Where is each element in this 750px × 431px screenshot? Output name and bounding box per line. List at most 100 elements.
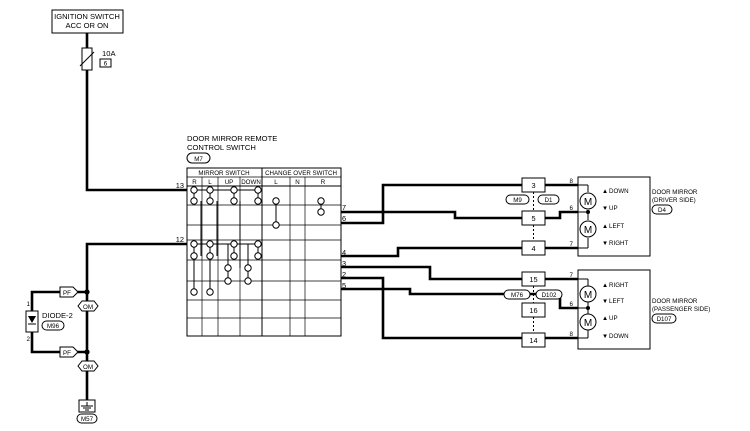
- d102-badge: [535, 289, 563, 300]
- changeover-col-r: R: [321, 179, 326, 186]
- driver-motor-2: M: [579, 220, 597, 238]
- om-tag-top: [77, 300, 99, 312]
- passenger-joint-connector-d102: D102: [542, 292, 557, 299]
- passenger-right-arrow: ▲: [602, 282, 608, 289]
- passenger-down-arrow: ▼: [602, 333, 608, 340]
- passenger-motor-2-symbol: M: [584, 318, 592, 329]
- driver-mirror-title-1: DOOR MIRROR: [652, 189, 698, 196]
- driver-motor-1-symbol: M: [584, 197, 592, 208]
- diode-connector-badge: [41, 320, 65, 331]
- passenger-label-left: LEFT: [609, 298, 624, 305]
- driver-left-arrow: ▲: [602, 223, 608, 230]
- fuse-rating: 10A: [102, 49, 116, 58]
- driver-joint-pin-3: 3: [531, 181, 535, 190]
- ground-symbol: [78, 399, 96, 413]
- passenger-joint-connector: [521, 271, 546, 348]
- driver-mirror-title-2: (DRIVER SIDE): [652, 197, 696, 204]
- driver-joint-connector-d1: D1: [545, 197, 553, 204]
- pf-tag-top: [59, 286, 79, 298]
- om-tag-bottom: [77, 360, 99, 372]
- switch-pin-3: 3: [342, 259, 346, 268]
- switch-pin-7: 7: [342, 203, 346, 212]
- ignition-mode-label: ACC OR ON: [65, 21, 108, 30]
- wire-pin7-driver-lr-common: [341, 210, 578, 220]
- remote-switch-connector: M7: [194, 156, 203, 163]
- passenger-joint-pin-14: 14: [529, 336, 537, 345]
- om-label-bottom: OM: [83, 364, 93, 371]
- fuse-symbol: [79, 47, 95, 71]
- diode-connector: M96: [47, 323, 60, 330]
- driver-mirror-pin-7: 7: [570, 241, 574, 248]
- driver-mirror-pin-8: 8: [570, 178, 574, 185]
- driver-label-left: LEFT: [609, 223, 624, 230]
- d1-badge: [537, 194, 560, 205]
- diode-pin-1: 1: [27, 301, 31, 308]
- passenger-joint-pin-15: 15: [529, 275, 537, 284]
- passenger-mirror-title-1: DOOR MIRROR: [652, 298, 698, 305]
- changeover-col-n: N: [295, 179, 299, 186]
- passenger-left-arrow: ▼: [602, 298, 608, 305]
- pf-label-bottom: PF: [63, 350, 71, 357]
- switch-contacts: [190, 186, 325, 296]
- passenger-mirror-internal: [578, 278, 590, 339]
- driver-joint-connector-m9: M9: [513, 197, 522, 204]
- switch-pin-2: 2: [342, 270, 346, 279]
- driver-mirror-internal: [578, 184, 590, 249]
- switch-pin-6: 6: [342, 214, 346, 223]
- driver-joint-connector: [521, 177, 546, 256]
- mirror-switch-label: MIRROR SWITCH: [198, 170, 249, 177]
- passenger-mirror-title-2: (PASSENGER SIDE): [652, 306, 710, 313]
- wire-pin2-pass-down: [341, 276, 522, 340]
- driver-label-up: UP: [609, 205, 618, 212]
- passenger-mirror-pin-6: 6: [570, 301, 574, 308]
- passenger-label-up: UP: [609, 315, 618, 322]
- mirror-col-up: UP: [225, 179, 234, 186]
- remote-switch-connector-badge: [186, 152, 211, 164]
- ignition-switch-box: IGNITION SWITCH ACC OR ON: [51, 9, 124, 34]
- signal-wires: [341, 183, 578, 340]
- passenger-joint-connector-m76: M76: [511, 292, 524, 299]
- driver-up-arrow: ▼: [602, 205, 608, 212]
- passenger-mirror-box: [577, 269, 651, 350]
- passenger-label-down: DOWN: [609, 333, 629, 340]
- driver-mirror-connector: D4: [658, 207, 666, 214]
- ignition-switch-label: IGNITION SWITCH: [54, 12, 120, 21]
- d107-badge: [651, 313, 677, 324]
- driver-motor-2-symbol: M: [584, 225, 592, 236]
- driver-down-arrow: ▲: [602, 188, 608, 195]
- wire-fuse-to-pin13: [85, 70, 187, 192]
- splice-om-bottom: [84, 349, 90, 355]
- switch-pin-13: 13: [176, 181, 184, 190]
- wire-pin12-diode: [85, 242, 187, 352]
- fuse-number-box: [99, 58, 112, 68]
- wire-pin4-driver-right: [341, 246, 522, 258]
- m9-badge: [505, 194, 530, 205]
- wire-pin3-pass-right: [341, 265, 522, 281]
- passenger-mirror-connector: D107: [657, 316, 672, 323]
- passenger-motor-2: M: [579, 313, 597, 331]
- driver-label-down: DOWN: [609, 188, 629, 195]
- diode-pin-2: 2: [27, 336, 31, 343]
- passenger-mirror-pin-8: 8: [570, 331, 574, 338]
- driver-joint-pin-4: 4: [531, 244, 535, 253]
- changeover-col-l: L: [274, 179, 278, 186]
- mirror-col-r: R: [192, 179, 197, 186]
- d4-badge: [651, 204, 673, 215]
- mirror-col-l: L: [208, 179, 212, 186]
- pf-label-top: PF: [63, 290, 71, 297]
- diode-symbol: [25, 310, 39, 333]
- changeover-switch-label: CHANGE OVER SWITCH: [265, 170, 337, 177]
- wire-pin6-driver-down: [341, 183, 522, 225]
- passenger-motor-1: M: [579, 285, 597, 303]
- fuse-number: 6: [104, 61, 108, 68]
- passenger-joint-pin-16: 16: [529, 306, 537, 315]
- diode-name: DIODE-2: [42, 311, 73, 320]
- wire-diode-loop: [30, 290, 87, 354]
- switch-pin-12: 12: [176, 235, 184, 244]
- switch-pin-5: 5: [342, 281, 346, 290]
- om-label-top: OM: [83, 304, 93, 311]
- mirror-col-down: DOWN: [241, 179, 261, 186]
- driver-label-right: RIGHT: [609, 240, 628, 247]
